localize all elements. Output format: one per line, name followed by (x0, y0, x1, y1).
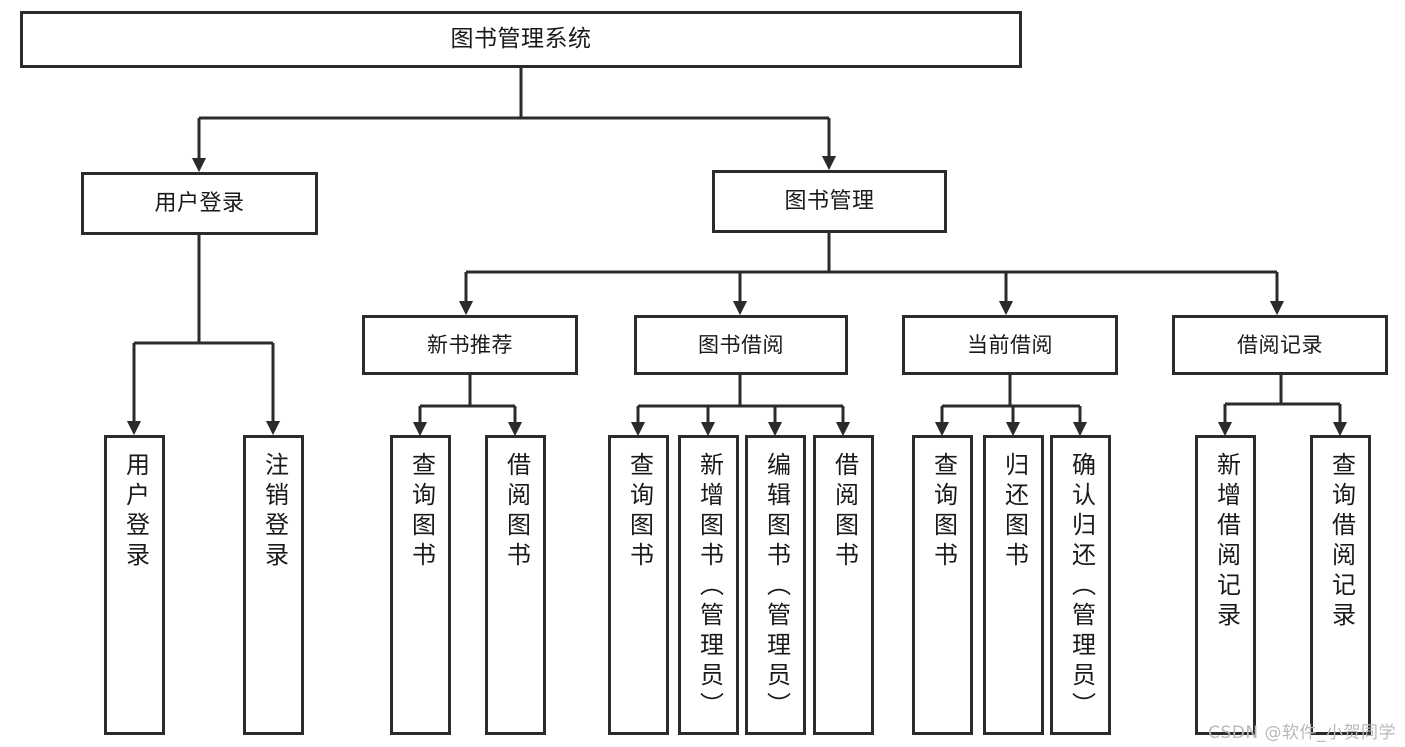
leaf-current-borrow-confirm-return[interactable]: 确认归还（管理员） (1050, 435, 1111, 735)
node-borrow-record[interactable]: 借阅记录 (1172, 315, 1388, 375)
node-book-management-label: 图书管理 (784, 188, 875, 214)
leaf-user-login-login-label: 用户登录 (121, 452, 150, 572)
leaf-current-borrow-confirm-return-label: 确认归还（管理员） (1067, 452, 1096, 722)
leaf-book-borrow-add-label: 新增图书（管理员） (695, 452, 724, 722)
leaf-user-login-login[interactable]: 用户登录 (104, 435, 165, 735)
leaf-user-login-logout[interactable]: 注销登录 (243, 435, 304, 735)
node-book-borrow[interactable]: 图书借阅 (634, 315, 848, 375)
leaf-new-book-borrow-label: 借阅图书 (502, 452, 531, 572)
leaf-borrow-record-add-label: 新增借阅记录 (1212, 452, 1241, 632)
leaf-borrow-record-query[interactable]: 查询借阅记录 (1310, 435, 1371, 735)
node-current-borrow[interactable]: 当前借阅 (902, 315, 1118, 375)
leaf-book-borrow-borrow-label: 借阅图书 (830, 452, 859, 572)
node-new-book-recommend[interactable]: 新书推荐 (362, 315, 578, 375)
node-user-login[interactable]: 用户登录 (81, 172, 318, 235)
leaf-book-borrow-query-label: 查询图书 (625, 452, 654, 572)
leaf-current-borrow-query[interactable]: 查询图书 (912, 435, 973, 735)
node-borrow-record-label: 借阅记录 (1237, 332, 1323, 357)
leaf-current-borrow-query-label: 查询图书 (929, 452, 958, 572)
node-new-book-recommend-label: 新书推荐 (427, 332, 513, 357)
leaf-new-book-query-label: 查询图书 (407, 452, 436, 572)
leaf-new-book-borrow[interactable]: 借阅图书 (485, 435, 546, 735)
node-root-system[interactable]: 图书管理系统 (20, 11, 1022, 68)
leaf-user-login-logout-label: 注销登录 (260, 452, 289, 572)
leaf-borrow-record-add[interactable]: 新增借阅记录 (1195, 435, 1256, 735)
watermark-text: CSDN @软件_小贺同学 (1208, 723, 1396, 743)
leaf-borrow-record-query-label: 查询借阅记录 (1327, 452, 1356, 632)
leaf-book-borrow-edit-label: 编辑图书（管理员） (762, 452, 791, 722)
leaf-book-borrow-edit[interactable]: 编辑图书（管理员） (745, 435, 806, 735)
node-current-borrow-label: 当前借阅 (967, 332, 1053, 357)
leaf-new-book-query[interactable]: 查询图书 (390, 435, 451, 735)
node-book-borrow-label: 图书借阅 (698, 332, 784, 357)
leaf-current-borrow-return-label: 归还图书 (1000, 452, 1029, 572)
node-user-login-label: 用户登录 (154, 190, 245, 216)
leaf-book-borrow-borrow[interactable]: 借阅图书 (813, 435, 874, 735)
leaf-current-borrow-return[interactable]: 归还图书 (983, 435, 1044, 735)
leaf-book-borrow-query[interactable]: 查询图书 (608, 435, 669, 735)
leaf-book-borrow-add[interactable]: 新增图书（管理员） (678, 435, 739, 735)
node-book-management[interactable]: 图书管理 (712, 170, 947, 233)
node-root-system-label: 图书管理系统 (450, 25, 592, 52)
